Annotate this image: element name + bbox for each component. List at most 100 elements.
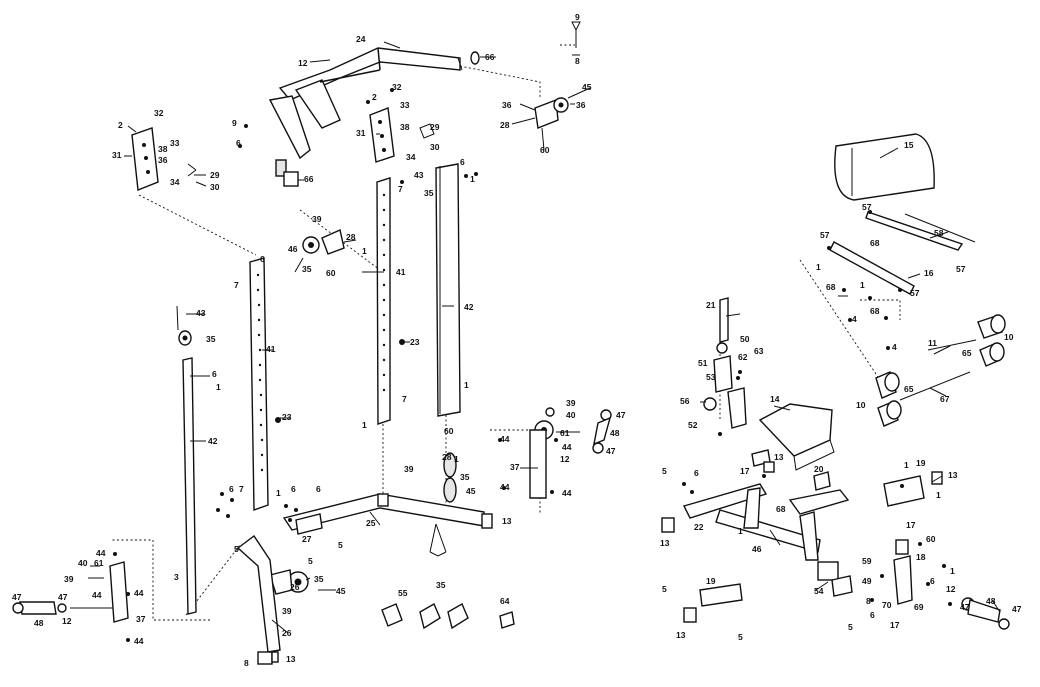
callout-63: 63 [754, 346, 764, 356]
callout-35: 35 [302, 264, 312, 274]
callout-31: 31 [356, 128, 366, 138]
callout-56: 56 [680, 396, 690, 406]
callout-46: 46 [288, 244, 298, 254]
callout-5: 5 [308, 556, 313, 566]
base-frame [236, 429, 547, 665]
callout-5: 5 [662, 466, 667, 476]
callout-19: 19 [706, 576, 716, 586]
callout-22: 22 [694, 522, 704, 532]
callout-13: 13 [286, 654, 296, 664]
callout-36: 36 [576, 100, 586, 110]
callout-23: 23 [410, 337, 420, 347]
callout-33: 33 [170, 138, 180, 148]
callout-44: 44 [562, 488, 572, 498]
callout-69: 69 [914, 602, 924, 612]
callout-48: 48 [34, 618, 44, 628]
callout-64: 64 [500, 596, 510, 606]
callout-61: 61 [560, 428, 570, 438]
callout-5: 5 [848, 622, 853, 632]
callout-39: 39 [312, 214, 322, 224]
callout-34: 34 [170, 177, 180, 187]
callout-6: 6 [870, 610, 875, 620]
callout-5: 5 [338, 540, 343, 550]
callout-6: 6 [229, 484, 234, 494]
callout-13: 13 [948, 470, 958, 480]
callout-58: 58 [934, 228, 944, 238]
callout-24: 24 [356, 34, 366, 44]
callout-45: 45 [466, 486, 476, 496]
callout-25: 25 [366, 518, 376, 528]
bench-frame [661, 297, 1010, 630]
callout-41: 41 [396, 267, 406, 277]
upper-frame-arm [268, 47, 480, 187]
callout-19: 19 [916, 458, 926, 468]
callout-13: 13 [502, 516, 512, 526]
callout-13: 13 [774, 452, 784, 462]
callout-44: 44 [134, 636, 144, 646]
callout-32: 32 [392, 82, 402, 92]
callout-68: 68 [826, 282, 836, 292]
callout-6: 6 [930, 576, 935, 586]
callout-30: 30 [210, 182, 220, 192]
callout-65: 65 [962, 348, 972, 358]
callout-35: 35 [424, 188, 434, 198]
callout-31: 31 [112, 150, 122, 160]
callout-1: 1 [816, 262, 821, 272]
callout-1: 1 [738, 526, 743, 536]
callout-9: 9 [232, 118, 237, 128]
callout-48: 48 [610, 428, 620, 438]
callout-57: 57 [862, 202, 872, 212]
callout-26: 26 [282, 628, 292, 638]
callout-47: 47 [960, 602, 970, 612]
leader-lines [124, 41, 1001, 634]
callout-40: 40 [78, 558, 88, 568]
callout-44: 44 [562, 442, 572, 452]
callout-10: 10 [856, 400, 866, 410]
callout-38: 38 [400, 122, 410, 132]
callout-20: 20 [814, 464, 824, 474]
callout-1: 1 [362, 420, 367, 430]
callout-45: 45 [582, 82, 592, 92]
callout-1: 1 [936, 490, 941, 500]
callout-49: 49 [862, 576, 872, 586]
callout-6: 6 [212, 369, 217, 379]
callout-1: 1 [860, 280, 865, 290]
callout-1: 1 [276, 488, 281, 498]
callout-9: 9 [575, 12, 580, 22]
callout-13: 13 [676, 630, 686, 640]
callout-10: 10 [1004, 332, 1014, 342]
mounting-brackets [131, 21, 581, 255]
callout-4: 4 [892, 342, 897, 352]
callout-50: 50 [740, 334, 750, 344]
callout-41: 41 [266, 344, 276, 354]
callout-7: 7 [234, 280, 239, 290]
callout-39: 39 [282, 606, 292, 616]
callout-44: 44 [500, 434, 510, 444]
callout-47: 47 [12, 592, 22, 602]
callout-1: 1 [950, 566, 955, 576]
callout-17: 17 [906, 520, 916, 530]
seat-pad [758, 403, 835, 471]
callout-47: 47 [58, 592, 68, 602]
callout-35: 35 [206, 334, 216, 344]
callout-32: 32 [154, 108, 164, 118]
callout-39: 39 [64, 574, 74, 584]
callout-17: 17 [890, 620, 900, 630]
callout-8: 8 [866, 596, 871, 606]
callout-47: 47 [616, 410, 626, 420]
callout-68: 68 [776, 504, 786, 514]
callout-53: 53 [706, 372, 716, 382]
handles-accessories [12, 552, 515, 642]
callout-1: 1 [362, 246, 367, 256]
callout-12: 12 [560, 454, 570, 464]
callout-42: 42 [208, 436, 218, 446]
callout-44: 44 [500, 482, 510, 492]
callout-16: 16 [924, 268, 934, 278]
callout-4: 4 [852, 314, 857, 324]
callout-43: 43 [414, 170, 424, 180]
callout-1: 1 [464, 380, 469, 390]
callout-28: 28 [500, 120, 510, 130]
callout-23: 23 [282, 412, 292, 422]
